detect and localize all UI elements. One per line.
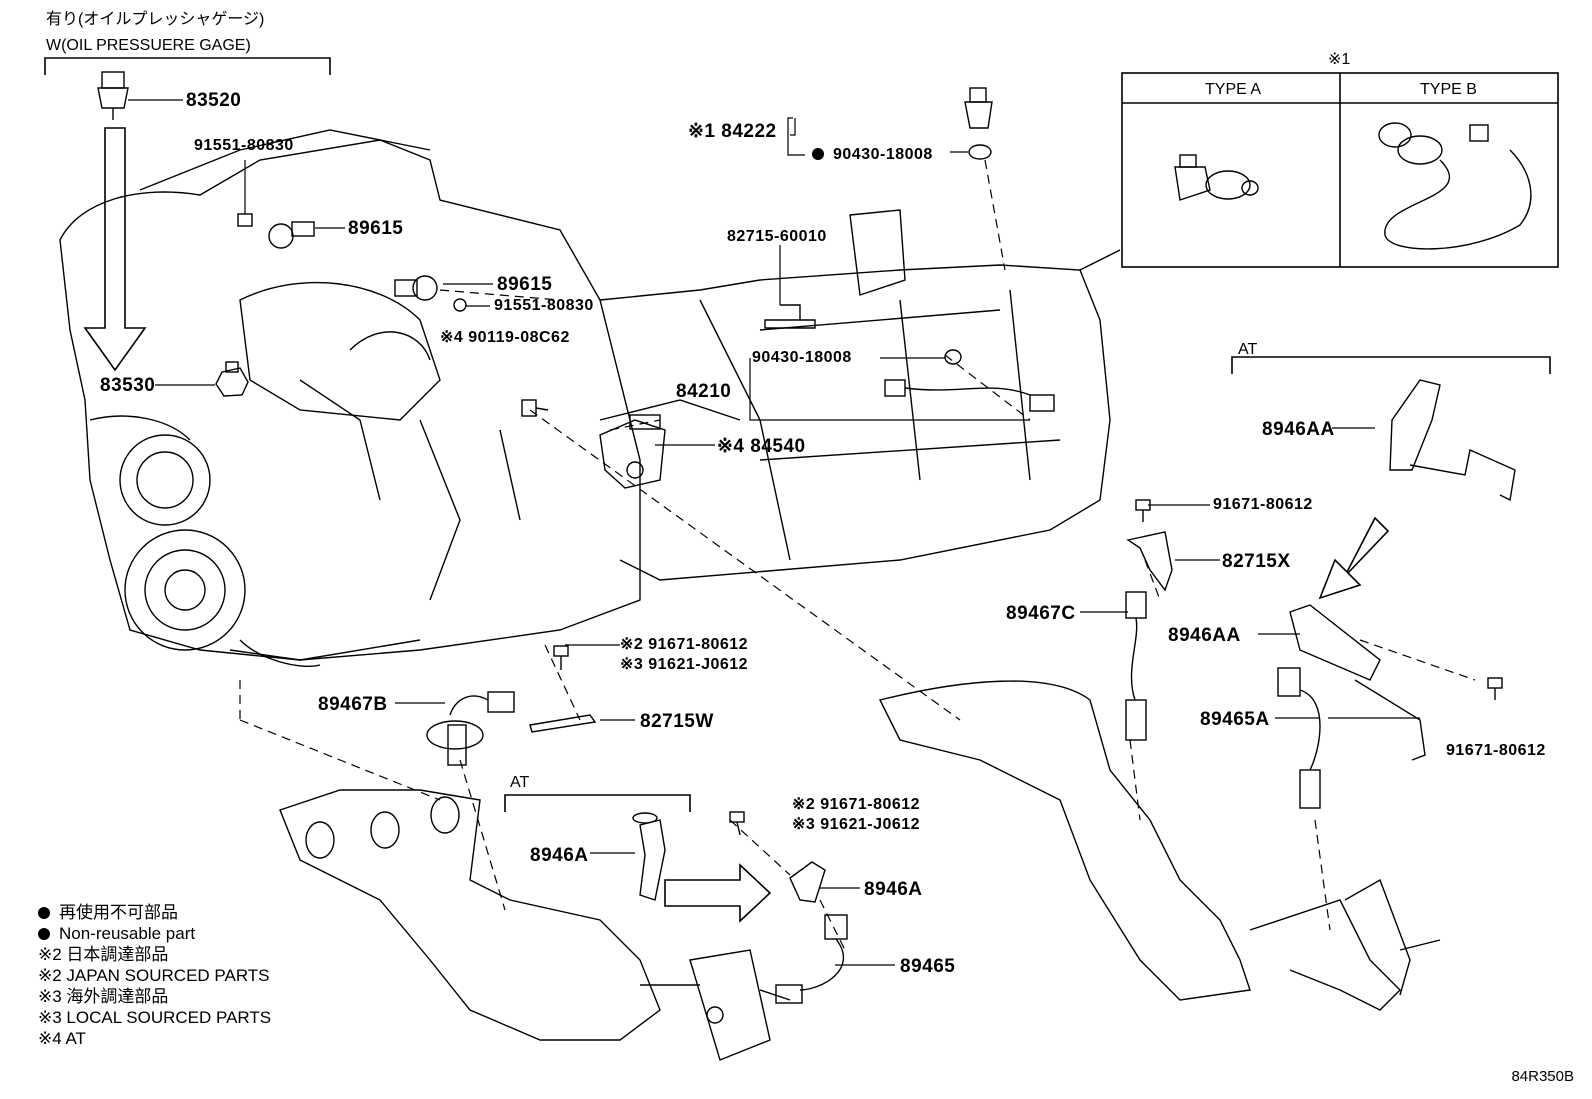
part-91671-80612-c[interactable]: ※2 91671-80612 (620, 636, 749, 653)
gasket-90430-lower (944, 349, 962, 365)
oxygen-sensor-89465A (1277, 667, 1321, 809)
type-b-label: TYPE B (1420, 81, 1477, 98)
nonreusable-dot-icon (812, 148, 824, 160)
part-82715W[interactable]: 82715W (640, 711, 714, 732)
part-90430-18008-lower[interactable]: 90430-18008 (752, 349, 852, 366)
knock-sensor-89615-upper (268, 221, 315, 249)
bracket-82715W (529, 714, 597, 733)
legend-nonreusable-en: Non-reusable part (38, 923, 271, 944)
legend-note3-en: ※3 LOCAL SOURCED PARTS (38, 1008, 272, 1027)
legend: 再使用不可部品 Non-reusable part ※2 日本調達部品 ※2 J… (38, 902, 271, 1049)
bolt-91671-a (1135, 499, 1151, 522)
reference-code: 84R350B (1511, 1068, 1574, 1085)
part-90119-08C62[interactable]: ※4 90119-08C62 (440, 329, 570, 346)
part-83530[interactable]: 83530 (100, 375, 156, 396)
bracket-82715-60010 (764, 304, 816, 329)
knock-sensor-89615-lower (394, 275, 438, 301)
legend-nonreusable-jp: 再使用不可部品 (38, 902, 271, 923)
part-84540[interactable]: ※4 84540 (717, 436, 806, 457)
legend-dot-icon (38, 928, 50, 940)
part-91671-80612-b[interactable]: 91671-80612 (1446, 742, 1546, 759)
at-label-lower: AT (510, 774, 530, 791)
bolt-90119 (521, 399, 549, 417)
bracket-8946A-right (789, 861, 826, 903)
at-bracket-lower (504, 794, 691, 812)
legend-note2-jp: ※2 日本調達部品 (38, 945, 169, 964)
bolt-91671-b (1487, 677, 1503, 700)
legend-nonreusable-en-text: Non-reusable part (59, 924, 196, 943)
bolt-91671-c (553, 645, 569, 670)
type-b-sensor-illustration (1378, 122, 1532, 250)
exhaust-manifold-right (878, 680, 1441, 1011)
bolt-91671-d (729, 811, 745, 836)
bracket-8946A-left (632, 812, 666, 901)
part-91671-80612-a[interactable]: 91671-80612 (1213, 496, 1313, 513)
part-82715-60010[interactable]: 82715-60010 (727, 228, 827, 245)
legend-note4: ※4 AT (38, 1029, 86, 1048)
arrow-right-large (664, 863, 772, 923)
part-91551-80830-lower[interactable]: 91551-80830 (494, 297, 594, 314)
part-89465[interactable]: 89465 (900, 956, 956, 977)
leader-lines (128, 99, 1420, 966)
part-84222[interactable]: ※1 84222 (688, 121, 777, 142)
part-91671-80612-d[interactable]: ※2 91671-80612 (792, 796, 921, 813)
part-8946AA-lower[interactable]: 8946AA (1168, 625, 1241, 646)
option-label-jp: 有り(オイルプレッシャゲージ) (46, 11, 265, 28)
arrow-down-left-large (1318, 516, 1390, 600)
legend-nonreusable-jp-text: 再使用不可部品 (59, 903, 178, 922)
part-90430-18008-upper[interactable]: 90430-18008 (812, 147, 933, 163)
part-89615-lower[interactable]: 89615 (497, 274, 553, 295)
type-a-sensor-illustration (1174, 154, 1259, 201)
part-8946AA-upper[interactable]: 8946AA (1262, 419, 1335, 440)
legend-note3-jp: ※3 海外調達部品 (38, 987, 169, 1006)
oxygen-sensor-89467B (426, 691, 515, 766)
part-91621-J0612-b[interactable]: ※3 91621-J0612 (792, 816, 921, 833)
sensor-84210 (884, 379, 1055, 412)
part-82715X[interactable]: 82715X (1222, 551, 1291, 572)
oil-gage-bracket (44, 57, 331, 75)
part-8946A-right[interactable]: 8946A (864, 879, 923, 900)
bolt-91551-lower (453, 298, 467, 312)
bracket-8946AA-lower (1289, 604, 1426, 761)
exhaust-manifold-left (279, 789, 791, 1061)
legend-note2-en: ※2 JAPAN SOURCED PARTS (38, 966, 270, 985)
arrow-down-large (83, 127, 147, 372)
inset-marker: ※1 (1328, 51, 1351, 68)
part-91551-80830-upper[interactable]: 91551-80830 (194, 137, 294, 154)
sensor-83520 (97, 71, 129, 120)
part-89615-upper[interactable]: 89615 (348, 218, 404, 239)
bolt-91551-upper (237, 213, 253, 227)
engine-block-drawing (59, 129, 741, 667)
part-91621-J0612-a[interactable]: ※3 91621-J0612 (620, 656, 749, 673)
type-a-label: TYPE A (1205, 81, 1262, 98)
at-bracket-upper (1231, 356, 1551, 374)
at-label-upper: AT (1238, 341, 1258, 358)
switch-84540 (599, 414, 666, 489)
dashed-connectors (239, 159, 1476, 951)
sensor-84222 (964, 87, 993, 129)
part-8946A-left[interactable]: 8946A (530, 845, 589, 866)
bracket-82715X (1126, 531, 1173, 592)
legend-dot-icon (38, 907, 50, 919)
part-89465A[interactable]: 89465A (1200, 709, 1270, 730)
oxygen-sensor-89465 (775, 914, 848, 1004)
option-label-en: W(OIL PRESSUERE GAGE) (46, 37, 251, 54)
oxygen-sensor-89467C (1125, 591, 1147, 741)
type-inset-box (1121, 72, 1559, 268)
part-90430-18008-upper-text: 90430-18008 (833, 146, 933, 163)
bracket-8946AA-upper (1389, 379, 1516, 502)
part-89467C[interactable]: 89467C (1006, 603, 1076, 624)
part-89467B[interactable]: 89467B (318, 694, 388, 715)
sensor-83530 (215, 361, 249, 397)
gasket-90430-upper (968, 144, 992, 160)
part-84210[interactable]: 84210 (676, 381, 732, 402)
part-83520[interactable]: 83520 (186, 90, 242, 111)
